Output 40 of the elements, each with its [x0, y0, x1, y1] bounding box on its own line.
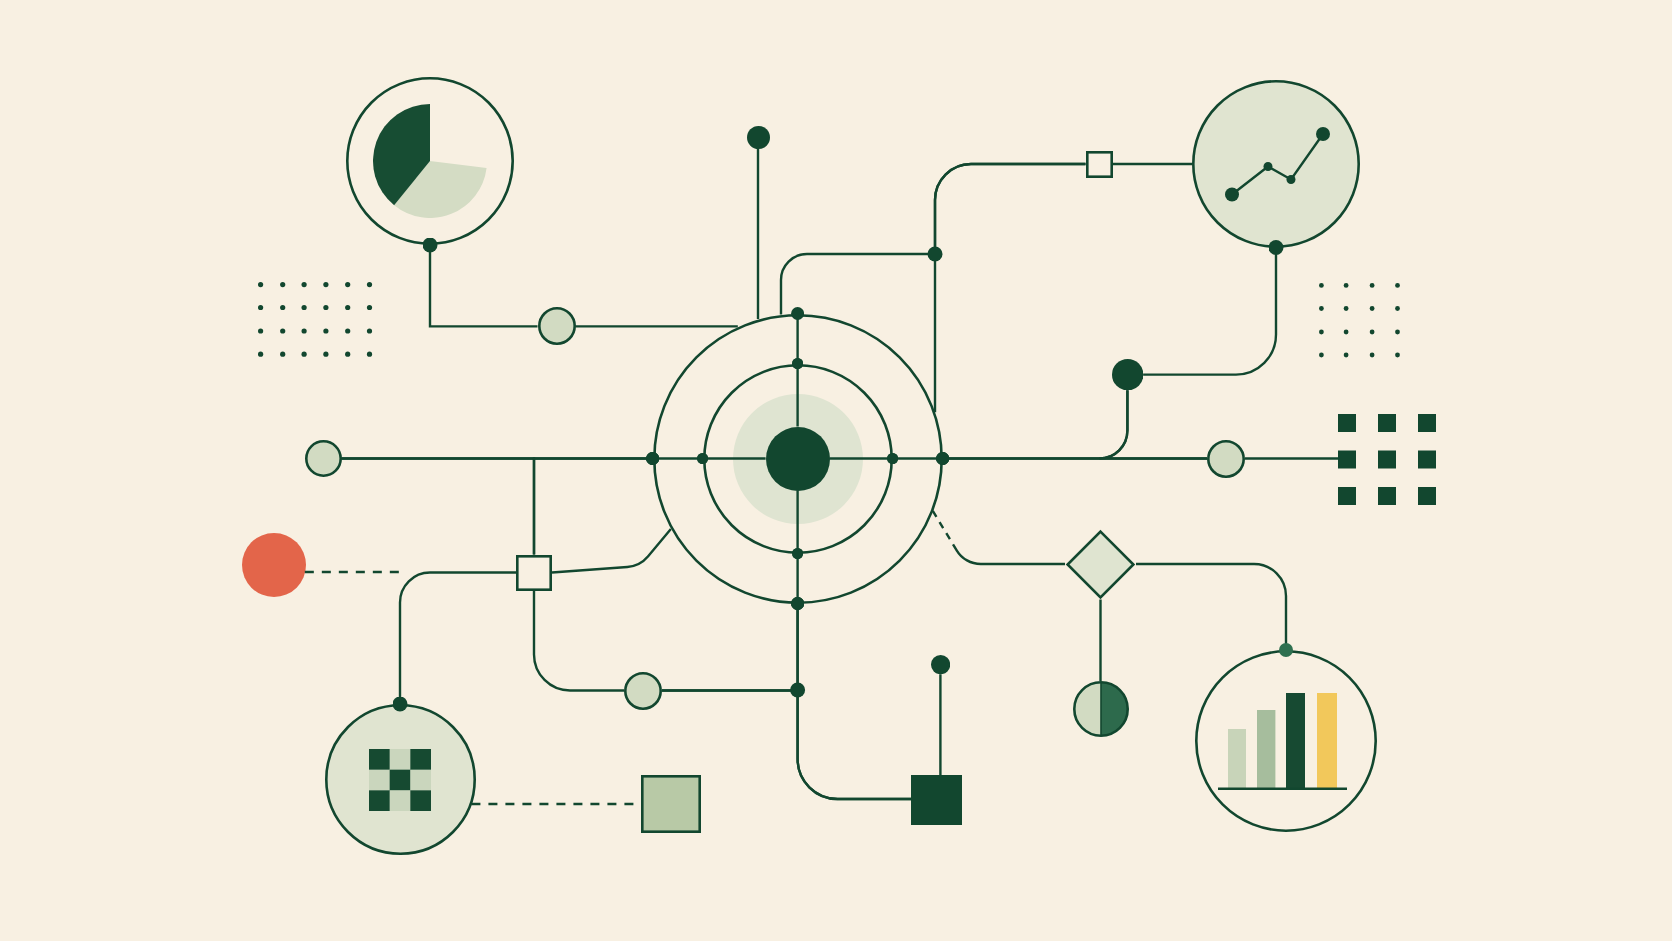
connector: [551, 528, 672, 574]
hollow-square: [516, 554, 552, 591]
chart-circle: [1192, 79, 1360, 248]
connector: [532, 590, 624, 692]
small-circle: [1207, 439, 1245, 478]
chart-circle: [346, 77, 514, 245]
core-dot: [765, 426, 830, 491]
connector: [392, 571, 516, 712]
decision-diamond: [1065, 528, 1136, 600]
hollow-square: [1085, 150, 1113, 178]
square-grid: [1338, 413, 1436, 505]
connector: [1136, 562, 1293, 657]
filled-square: [640, 775, 701, 833]
filled-square: [911, 775, 962, 825]
connector: [1099, 599, 1102, 681]
connector: [939, 674, 942, 775]
small-circle: [537, 307, 576, 346]
small-circle: [624, 671, 662, 710]
connector: [933, 162, 1086, 413]
pin-dot: [746, 126, 770, 149]
icon-circle: [324, 704, 476, 855]
small-circle: [304, 440, 342, 477]
connector: [756, 149, 760, 319]
half-filled-circle: [1072, 681, 1129, 737]
connector: [1245, 457, 1338, 460]
connector: [1112, 162, 1192, 166]
chart-circle: [1195, 650, 1377, 832]
dashed-connector: [931, 510, 1065, 566]
inner-ring: [702, 363, 893, 554]
connector: [829, 453, 899, 464]
connector: [422, 237, 538, 328]
connector: [662, 597, 805, 692]
connector: [792, 490, 804, 559]
accent-circle: [241, 533, 306, 597]
connector: [697, 453, 766, 464]
connector: [792, 358, 804, 427]
connector: [1143, 240, 1284, 376]
outer-ring: [652, 313, 943, 604]
node-dot: [1111, 358, 1144, 391]
connector: [575, 325, 738, 328]
